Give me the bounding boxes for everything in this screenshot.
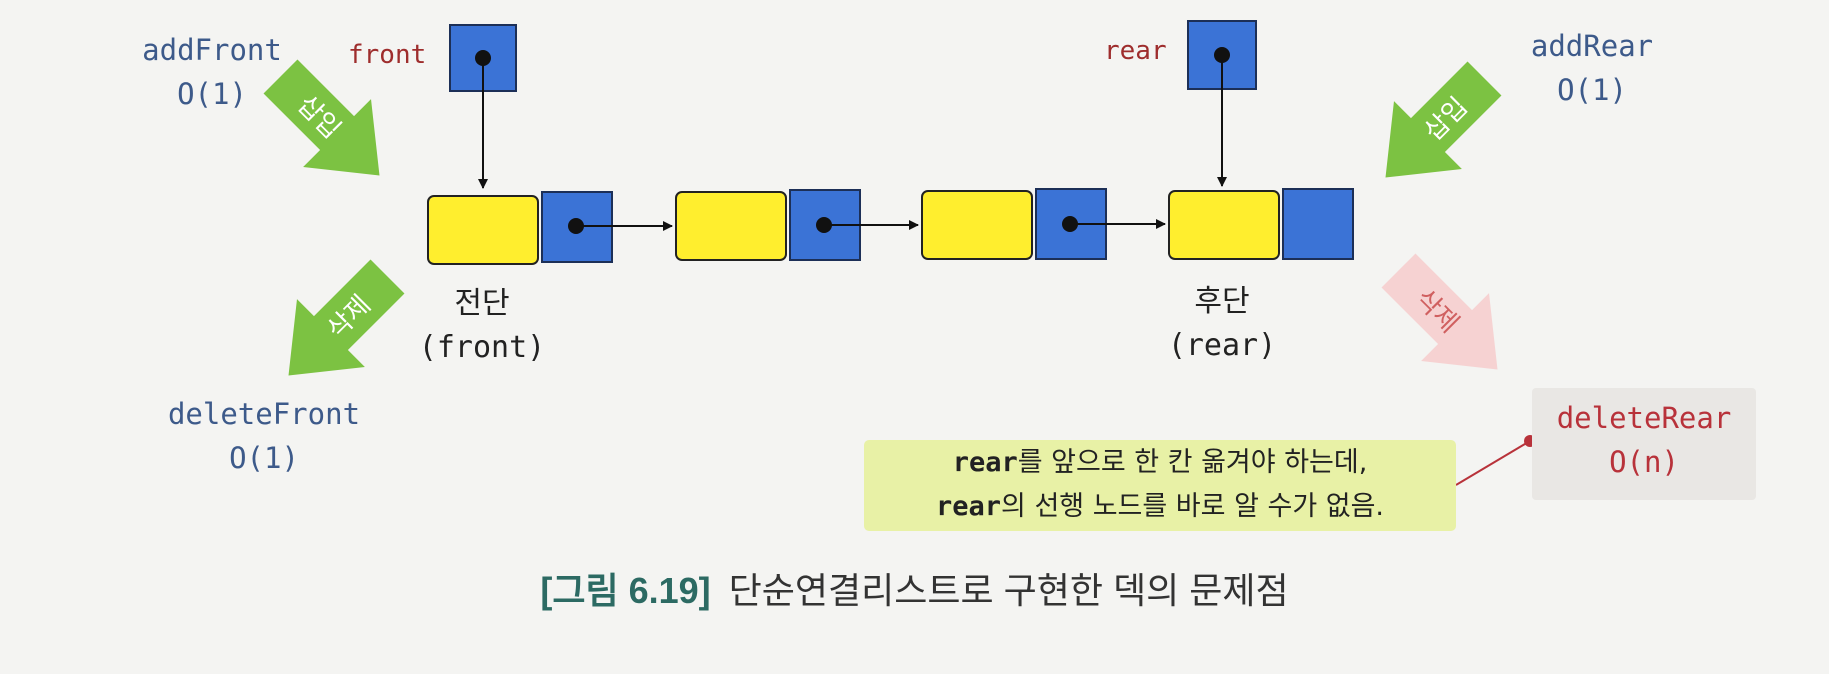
rear-end-label: 후단 (rear) <box>1152 280 1292 368</box>
front-end-ko: 전단 <box>454 286 510 321</box>
delete-front-arrow-icon: 삭제 <box>288 259 405 376</box>
rear-end-ko: 후단 <box>1194 284 1250 319</box>
delete-front-name: deleteFront <box>167 397 361 431</box>
node-4-link-field <box>1282 188 1354 260</box>
front-end-label: 전단 (front) <box>412 282 552 370</box>
list-node-2 <box>675 189 919 261</box>
add-front-op: addFront O(1) <box>136 28 288 116</box>
insert-rear-arrow-icon: 삽입 <box>1385 61 1502 178</box>
note-line-2-code: rear <box>935 491 1002 522</box>
problem-note: rear를 앞으로 한 칸 옮겨야 하는데, rear의 선행 노드를 바로 알… <box>864 440 1456 531</box>
node-3-data-field <box>921 190 1033 260</box>
add-rear-cost: O(1) <box>1557 73 1627 107</box>
delete-front-cost: O(1) <box>229 441 299 475</box>
rear-end-en: (rear) <box>1167 328 1277 363</box>
note-line-1: rear를 앞으로 한 칸 옮겨야 하는데, <box>864 441 1456 485</box>
add-rear-op: addRear O(1) <box>1518 24 1666 112</box>
figure-caption: [그림 6.19] 단순연결리스트로 구현한 덱의 문제점 <box>0 562 1829 614</box>
node-1-data-field <box>427 195 539 265</box>
callout-line <box>1455 440 1531 486</box>
add-rear-name: addRear <box>1530 29 1654 63</box>
figure-number: [그림 6.19] <box>540 570 711 611</box>
delete-rear-name: deleteRear <box>1556 401 1732 435</box>
list-node-4 <box>1168 188 1354 260</box>
front-end-en: (front) <box>418 330 546 365</box>
delete-rear-cost: O(n) <box>1609 445 1679 479</box>
delete-rear-op: deleteRear O(n) <box>1532 396 1756 484</box>
add-front-name: addFront <box>142 33 282 67</box>
delete-rear-arrow-icon: 삭제 <box>1381 253 1498 370</box>
list-node-1 <box>427 191 673 265</box>
rear-pointer-label: rear <box>1104 36 1167 66</box>
delete-front-op: deleteFront O(1) <box>150 392 378 480</box>
front-pointer-label: front <box>348 40 427 70</box>
list-node-3 <box>921 188 1166 260</box>
add-front-cost: O(1) <box>177 77 247 111</box>
delete-rear-op-box <box>1532 388 1756 500</box>
note-line-2-text: 의 선행 노드를 바로 알 수가 없음. <box>1001 491 1385 522</box>
note-line-1-text: 를 앞으로 한 칸 옮겨야 하는데, <box>1017 447 1368 478</box>
note-line-2: rear의 선행 노드를 바로 알 수가 없음. <box>864 485 1456 529</box>
node-4-data-field <box>1168 190 1280 260</box>
figure-title: 단순연결리스트로 구현한 덱의 문제점 <box>728 570 1289 611</box>
node-2-data-field <box>675 191 787 261</box>
note-line-1-code: rear <box>952 447 1018 478</box>
